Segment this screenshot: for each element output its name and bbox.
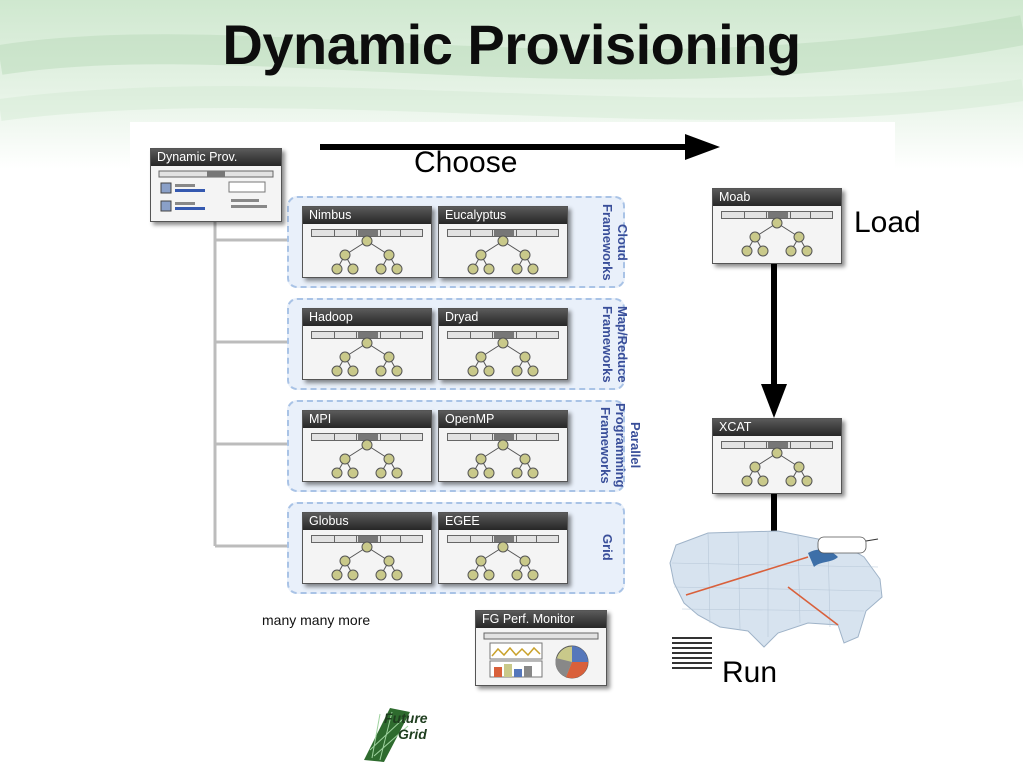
dynamic-prov-form-icon — [158, 170, 274, 212]
run-label: Run — [722, 656, 778, 689]
framework-window-title: Hadoop — [303, 309, 431, 326]
framework-window-title: Nimbus — [303, 207, 431, 224]
framework-window-hadoop: Hadoop — [302, 308, 432, 380]
perf-monitor-window: FG Perf. Monitor — [475, 610, 607, 686]
perf-monitor-charts-icon — [483, 632, 599, 679]
framework-window-title: Dryad — [439, 309, 567, 326]
xcat-title: XCAT — [713, 419, 841, 436]
framework-window-nimbus: Nimbus — [302, 206, 432, 278]
tree-icon — [467, 541, 539, 581]
background-streaks — [0, 15, 1023, 121]
framework-window-title: Eucalyptus — [439, 207, 567, 224]
logo-text-grid: Grid — [398, 726, 427, 742]
perf-monitor-title: FG Perf. Monitor — [476, 611, 606, 628]
tree-icon — [331, 337, 403, 377]
tree-icon — [467, 235, 539, 275]
framework-window-openmp: OpenMP — [438, 410, 568, 482]
tree-icon — [467, 439, 539, 479]
framework-window-egee: EGEE — [438, 512, 568, 584]
label-grid: Grid — [600, 533, 615, 561]
tree-icon — [331, 439, 403, 479]
framework-window-title: OpenMP — [439, 411, 567, 428]
tree-icon — [331, 541, 403, 581]
dynamic-prov-window: Dynamic Prov. — [150, 148, 282, 222]
framework-window-title: EGEE — [439, 513, 567, 530]
many-more-label: many many more — [262, 612, 371, 628]
us-map-illustration — [668, 530, 883, 673]
xcat-window: XCAT — [712, 418, 842, 494]
moab-tree-icon — [741, 217, 813, 257]
framework-window-eucalyptus: Eucalyptus — [438, 206, 568, 278]
logo-text-future: Future — [384, 710, 428, 726]
choose-label: Choose — [414, 146, 518, 179]
framework-window-title: Globus — [303, 513, 431, 530]
framework-window-globus: Globus — [302, 512, 432, 584]
framework-window-dryad: Dryad — [438, 308, 568, 380]
tree-icon — [331, 235, 403, 275]
tree-icon — [467, 337, 539, 377]
framework-window-title: MPI — [303, 411, 431, 428]
moab-title: Moab — [713, 189, 841, 206]
slide-title: Dynamic Provisioning — [222, 13, 801, 76]
xcat-tree-icon — [741, 447, 813, 487]
load-label: Load — [854, 206, 921, 239]
moab-window: Moab — [712, 188, 842, 264]
framework-window-mpi: MPI — [302, 410, 432, 482]
futuregrid-logo — [364, 708, 410, 762]
dynamic-prov-title: Dynamic Prov. — [151, 149, 281, 166]
